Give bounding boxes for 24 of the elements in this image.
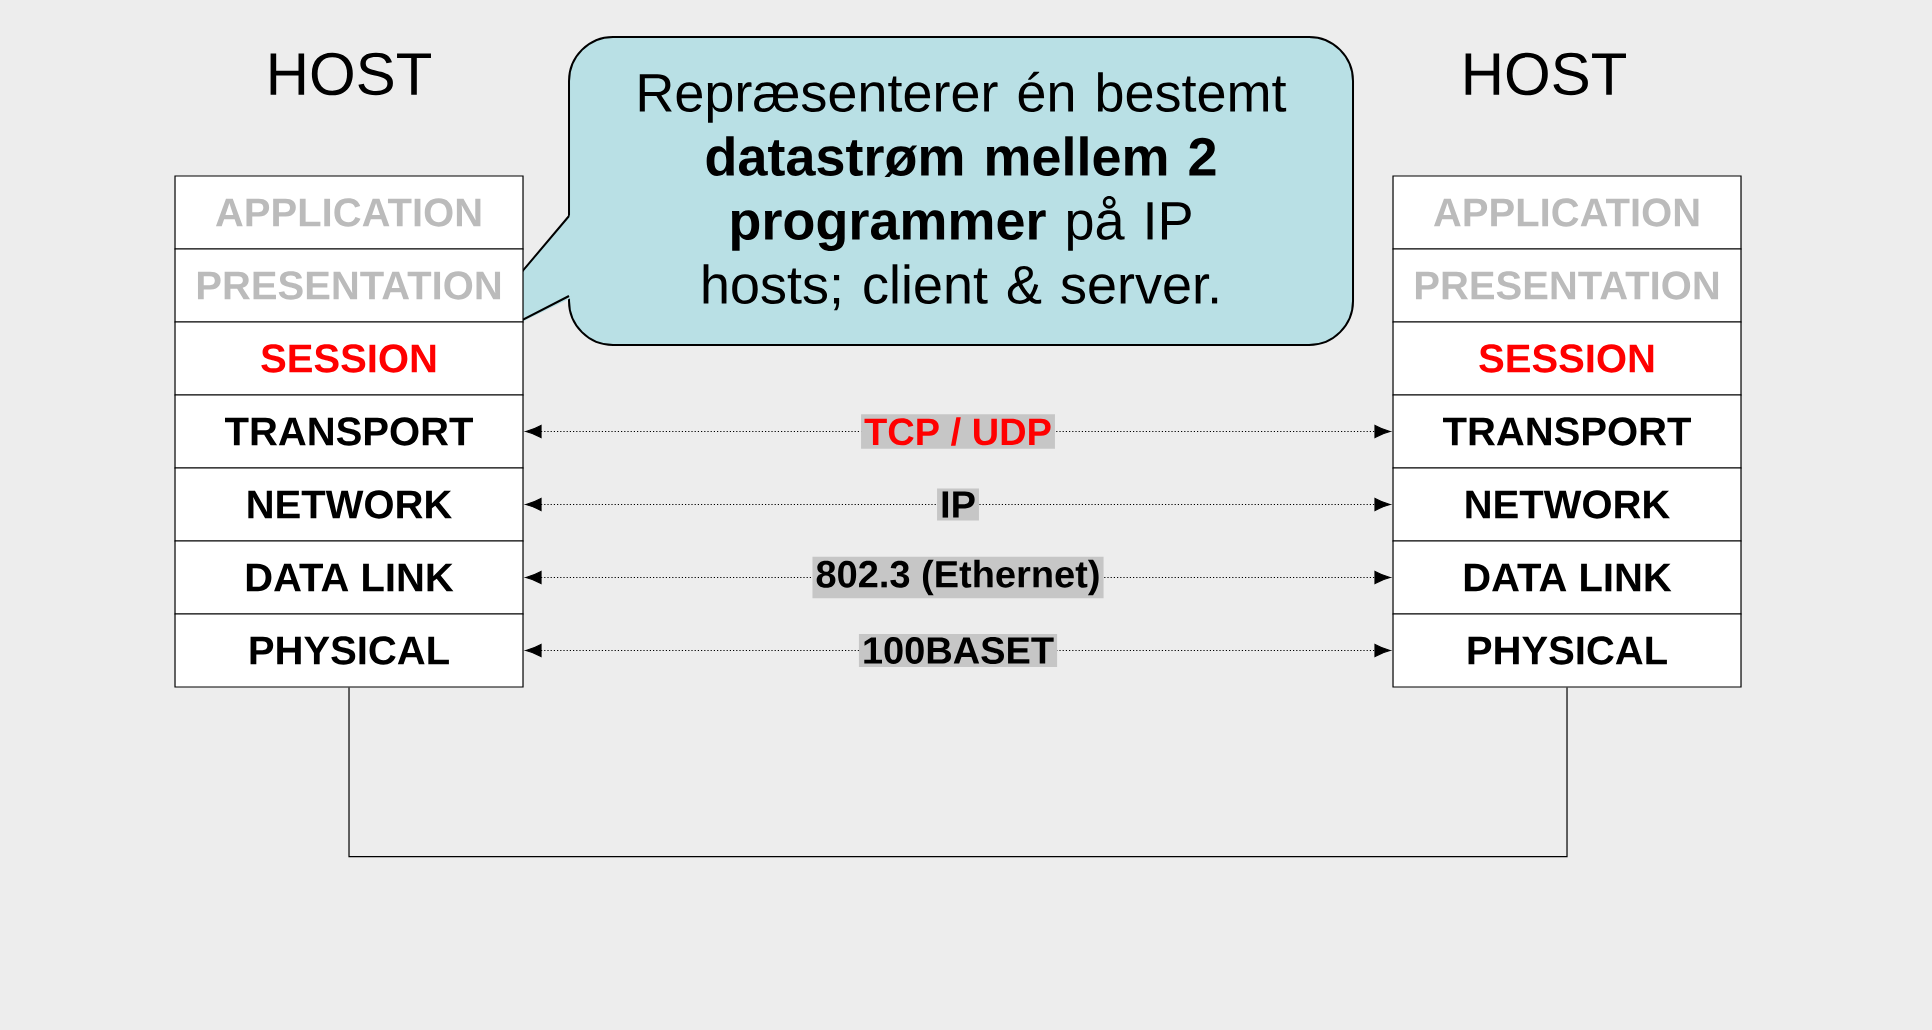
layer-box: DATA LINK	[174, 540, 524, 615]
layer-box: SESSION	[1392, 321, 1742, 396]
host-label: HOST	[270, 52, 431, 96]
layer-box: PHYSICAL	[174, 613, 524, 688]
layer-box: PRESENTATION	[1392, 248, 1742, 323]
layer-box: DATA LINK	[1392, 540, 1742, 615]
layer-box: TRANSPORT	[174, 394, 524, 469]
connecting-line	[348, 687, 1568, 858]
layer-box: PHYSICAL	[1392, 613, 1742, 688]
arrow	[525, 497, 1391, 512]
edge-label: IP	[937, 488, 979, 521]
edge-label: 100BASET	[858, 634, 1058, 667]
layer-box: TRANSPORT	[1392, 394, 1742, 469]
layer-box: PRESENTATION	[174, 248, 524, 323]
layer-box: APPLICATION	[174, 175, 524, 250]
layer-box: NETWORK	[1392, 467, 1742, 542]
edge-label: TCP / UDP	[861, 414, 1055, 449]
layer-box: NETWORK	[174, 467, 524, 542]
layer-box: SESSION	[174, 321, 524, 396]
arrow	[525, 643, 1391, 658]
layer-box: APPLICATION	[1392, 175, 1742, 250]
host-label: HOST	[1465, 52, 1626, 96]
arrow	[525, 424, 1391, 439]
edge-label: 802.3 (Ethernet)	[812, 556, 1104, 599]
